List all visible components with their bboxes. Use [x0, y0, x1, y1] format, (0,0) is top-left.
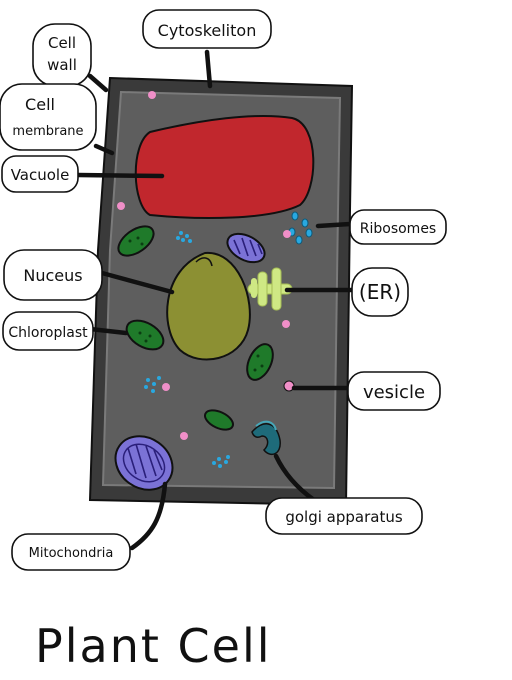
svg-text:golgi apparatus: golgi apparatus [285, 508, 402, 526]
label-golgi-apparatus: golgi apparatus [265, 497, 423, 535]
svg-text:vesicle: vesicle [363, 382, 425, 403]
golgi-apparatus [251, 420, 281, 456]
diagram-title: Plant Cell [35, 619, 272, 673]
svg-text:Chloroplast: Chloroplast [8, 325, 88, 341]
label-vesicle: vesicle [347, 371, 441, 411]
svg-text:Mitochondria: Mitochondria [29, 546, 114, 561]
svg-text:wall: wall [47, 56, 77, 74]
mitochondrion-small [226, 232, 266, 264]
nucleus-line [195, 257, 213, 267]
leader-lines [75, 49, 355, 551]
endoplasmic-reticulum [247, 267, 293, 311]
vesicles [117, 91, 295, 440]
label-cytoskeleton: Cytoskeliton [142, 9, 272, 49]
label-ribosomes: Ribosomes [349, 209, 447, 245]
svg-text:Ribosomes: Ribosomes [360, 221, 436, 237]
svg-text:(ER): (ER) [359, 280, 401, 304]
label-er: (ER) [351, 267, 409, 317]
mitochondrion-large [114, 435, 174, 491]
svg-text:Cell: Cell [25, 95, 55, 114]
label-cell-membrane: Cell membrane [0, 83, 97, 151]
label-chloroplast: Chloroplast [2, 311, 94, 351]
svg-text:Cell: Cell [48, 34, 76, 52]
svg-text:membrane: membrane [12, 124, 83, 139]
label-nucleus: Nuceus [3, 249, 103, 301]
ribosomes [144, 211, 313, 468]
label-mitochondria: Mitochondria [11, 533, 131, 571]
svg-text:Cytoskeliton: Cytoskeliton [158, 21, 257, 40]
nucleus [166, 251, 251, 361]
chloroplasts [117, 225, 274, 431]
vacuole [134, 114, 315, 219]
svg-text:Vacuole: Vacuole [11, 166, 70, 184]
svg-text:Nuceus: Nuceus [23, 266, 82, 285]
label-vacuole: Vacuole [1, 155, 79, 193]
label-cell-wall: Cell wall [32, 23, 92, 87]
